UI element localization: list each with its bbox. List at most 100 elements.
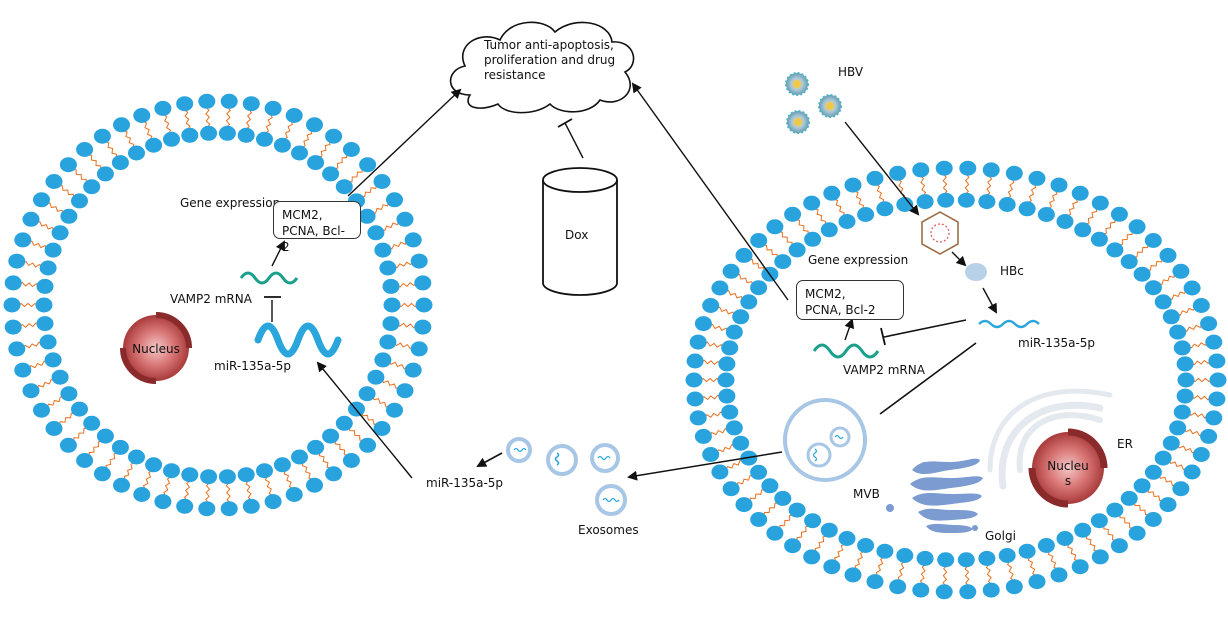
lipid-head <box>1200 316 1218 332</box>
lipid-head <box>1209 372 1227 388</box>
lipid-head <box>39 334 57 350</box>
lipid-head <box>373 421 391 436</box>
endoplasmic-reticulum <box>987 388 1113 490</box>
lipid-head <box>735 497 753 513</box>
lipid-head <box>711 464 729 480</box>
lipid-head <box>264 100 282 116</box>
lipid-head <box>96 428 114 444</box>
right-mirna-inhibits-vamp2 <box>880 319 967 346</box>
lipid-head <box>1005 579 1023 595</box>
lipid-head <box>51 225 69 241</box>
lipid-head <box>702 298 720 313</box>
lipid-head <box>1144 512 1162 527</box>
mvb <box>783 398 867 482</box>
er-label: ER <box>1117 437 1133 451</box>
lipid-head <box>410 341 428 357</box>
lipid-head <box>937 192 955 208</box>
lipid-head <box>59 157 77 173</box>
hbv-particles <box>785 72 842 134</box>
lipid-head <box>959 160 977 176</box>
lipid-head <box>998 548 1016 563</box>
lipid-head <box>45 421 63 436</box>
lipid-head <box>803 195 821 211</box>
right-vamp2-label: VAMP2 mRNA <box>843 363 925 377</box>
lipid-head <box>237 467 255 483</box>
lipid-head <box>957 192 975 208</box>
lipid-head <box>1071 559 1089 575</box>
lipid-head <box>111 155 129 171</box>
lipid-head <box>1176 356 1194 372</box>
lipid-head <box>33 192 50 208</box>
lipid-head <box>1159 497 1177 513</box>
lipid-head <box>386 402 403 418</box>
lipid-head <box>1091 195 1109 211</box>
lipid-head <box>750 280 768 296</box>
lipid-head <box>220 93 238 109</box>
lipid-head <box>325 128 343 144</box>
lipid-head <box>76 142 94 157</box>
lipid-head <box>285 487 303 502</box>
lipid-head <box>1037 538 1055 553</box>
lipid-head <box>1172 263 1190 279</box>
lipid-head <box>93 128 111 144</box>
lipid-head <box>1177 372 1195 388</box>
right-cell-membrane <box>685 160 1227 600</box>
lipid-head <box>3 297 21 313</box>
lipid-head <box>1106 242 1124 258</box>
lipid-head <box>1128 525 1146 541</box>
left-genes-to-tumor-arrow <box>347 88 462 197</box>
lipid-head <box>685 372 703 388</box>
lipid-head <box>998 197 1016 212</box>
lipid-head <box>1090 231 1108 247</box>
lipid-head <box>1133 266 1151 282</box>
left-mirna-label: miR-135a-5p <box>214 359 292 373</box>
lipid-head <box>694 316 712 332</box>
golgi <box>886 458 983 533</box>
left-nucleus-label: Nucleus <box>132 342 180 356</box>
lipid-head <box>291 145 308 161</box>
lipid-head <box>721 340 739 356</box>
lipid-head <box>273 137 291 153</box>
lipid-head <box>889 579 907 595</box>
lipid-head <box>1162 309 1180 325</box>
lipid-head <box>982 162 1000 178</box>
lipid-head <box>198 93 216 109</box>
lipid-head <box>823 185 841 201</box>
lipid-head <box>1120 254 1138 270</box>
lipid-head <box>83 179 101 195</box>
lipid-head <box>414 275 432 291</box>
lipid-head <box>689 334 707 350</box>
lipid-head <box>722 481 740 497</box>
lipid-head <box>404 232 422 248</box>
exosome-mirna-into-left-cell-arrow <box>316 361 413 479</box>
lipid-head <box>804 231 822 247</box>
lipid-head <box>1162 435 1180 451</box>
lipid-head <box>76 453 94 468</box>
lipid-head <box>766 219 784 235</box>
lipid-head <box>957 552 975 568</box>
lipid-head <box>307 439 325 455</box>
lipid-head <box>1133 478 1151 494</box>
lipid-head <box>1183 464 1201 480</box>
lipid-head <box>242 96 260 112</box>
right-vamp2-to-genes-arrow <box>844 318 855 341</box>
lipid-head <box>912 582 930 598</box>
exosome-vesicles <box>506 437 627 516</box>
lipid-head <box>823 559 841 575</box>
lipid-head <box>1200 428 1218 444</box>
tumor-outcome-cloud <box>449 21 635 114</box>
lipid-head <box>176 96 194 112</box>
lipid-head <box>342 453 360 468</box>
lipid-head <box>788 502 806 518</box>
left-genes-line2: PCNA, Bcl-2 <box>282 224 345 254</box>
hbv-capsid-hexagon <box>921 211 959 255</box>
lipid-head <box>256 463 273 479</box>
lipid-head <box>181 467 199 483</box>
lipid-head <box>838 531 856 546</box>
lipid-head <box>978 194 996 210</box>
lipid-head <box>358 386 376 402</box>
lipid-head <box>717 372 735 388</box>
golgi-label: Golgi <box>985 529 1016 543</box>
lipid-head <box>44 352 62 368</box>
lipid-head <box>838 214 856 229</box>
